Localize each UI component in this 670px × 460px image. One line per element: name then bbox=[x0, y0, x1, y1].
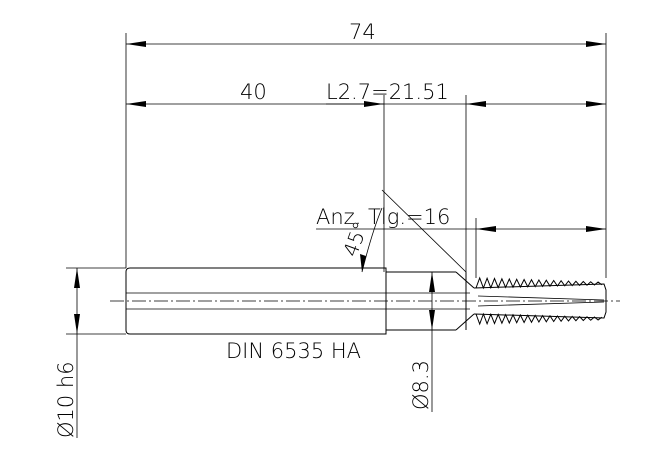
dimension-thread bbox=[316, 226, 606, 232]
dimension-neck-diameter bbox=[429, 272, 435, 412]
thread-length-label: Anz. Tlg.=16 bbox=[316, 205, 450, 229]
shank-length-label: 40 bbox=[240, 80, 267, 104]
dimension-overall bbox=[126, 41, 606, 47]
tool-body bbox=[125, 267, 475, 335]
standard-label: DIN 6535 HA bbox=[226, 339, 361, 363]
overall-length-label: 74 bbox=[349, 20, 376, 44]
angle-dimension bbox=[360, 189, 467, 273]
extension-lines bbox=[66, 33, 607, 335]
dimension-neck bbox=[326, 101, 606, 107]
neck-diameter-label: Ø8.3 bbox=[409, 360, 433, 410]
shank-diameter-label: Ø10 h6 bbox=[54, 361, 78, 438]
neck-length-label: L2.7=21.51 bbox=[326, 80, 449, 104]
dimension-shank-diameter bbox=[74, 268, 80, 438]
